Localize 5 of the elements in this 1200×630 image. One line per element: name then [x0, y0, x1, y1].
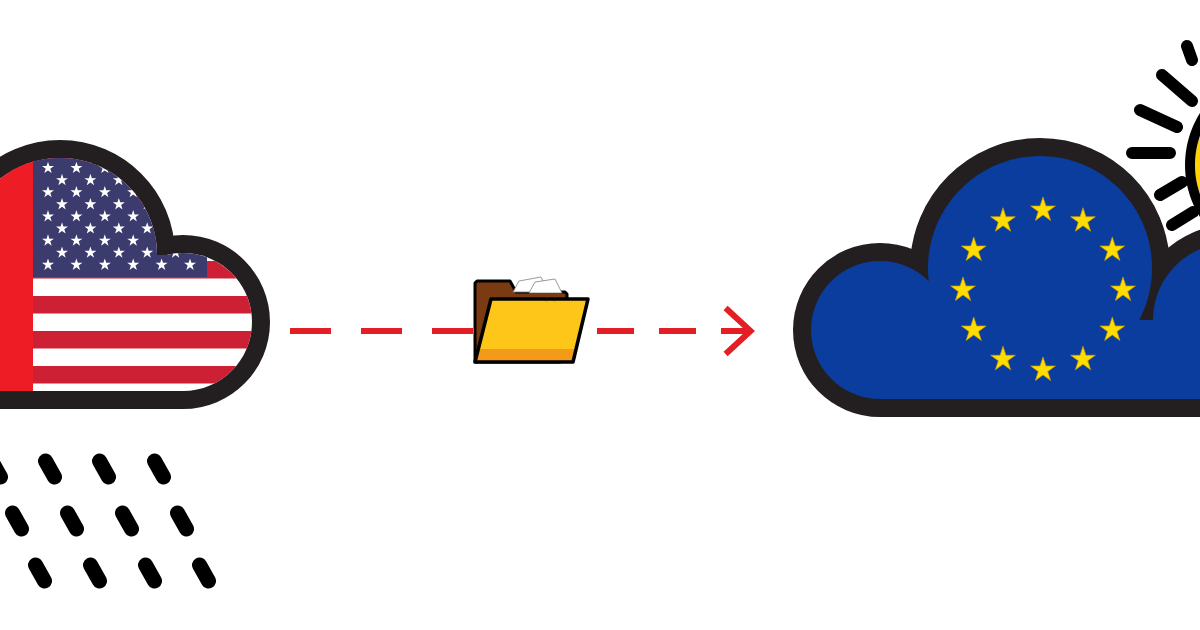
folder-icon	[473, 276, 590, 364]
dashed-arrow	[597, 305, 755, 357]
dashed-line	[290, 328, 473, 334]
flag-cloud	[793, 138, 1200, 417]
flag-cloud	[0, 140, 270, 409]
